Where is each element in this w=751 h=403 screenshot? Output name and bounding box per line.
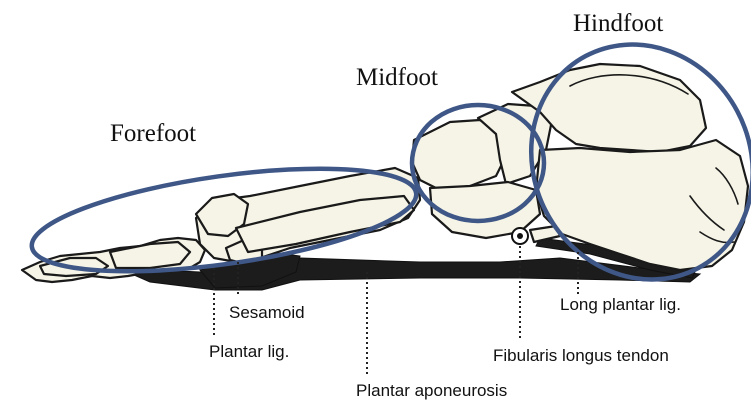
long-plantar-lig-label: Long plantar lig. (560, 295, 681, 314)
plantar-lig-label: Plantar lig. (209, 342, 289, 361)
forefoot-label: Forefoot (110, 120, 196, 147)
fibularis-tendon-core (517, 233, 523, 239)
hindfoot-label: Hindfoot (573, 10, 663, 37)
middle-phalanx (110, 242, 190, 268)
sesamoid-label: Sesamoid (229, 303, 305, 322)
fibularis-longus-label: Fibularis longus tendon (493, 346, 669, 365)
plantar-aponeurosis-label: Plantar aponeurosis (356, 381, 507, 400)
foot-skeleton-illustration (22, 64, 748, 290)
midfoot-label: Midfoot (356, 64, 438, 91)
